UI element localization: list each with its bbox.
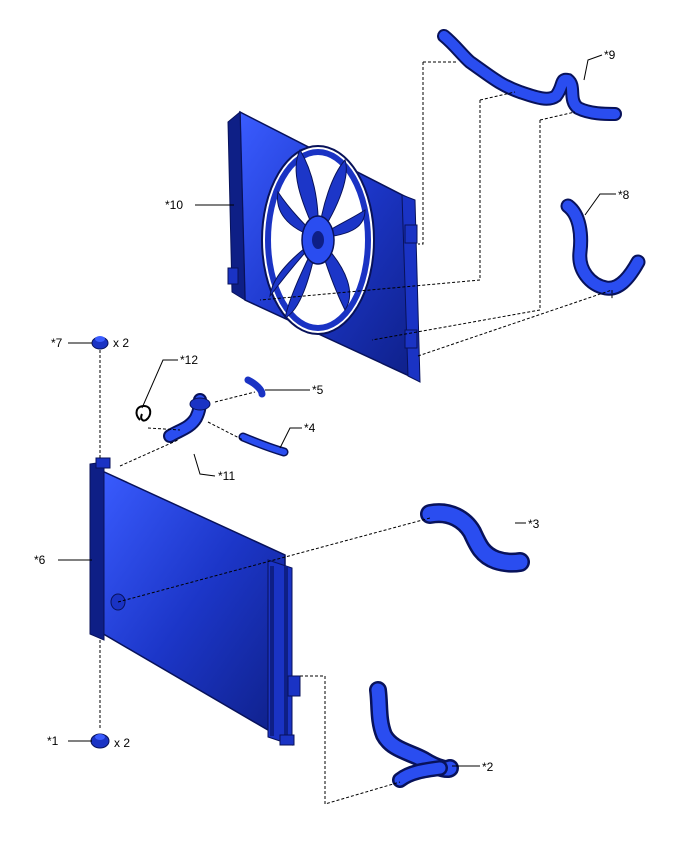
callout-5: *5 [312, 383, 324, 397]
callout-8: *8 [618, 188, 630, 202]
clip-12 [135, 404, 152, 422]
hose-2 [369, 681, 459, 788]
hose-3 [420, 503, 530, 573]
callout-7-quantity: x 2 [113, 336, 130, 350]
callout-3: *3 [528, 517, 540, 531]
callout-9: *9 [604, 48, 616, 62]
callout-7: *7 [51, 336, 63, 350]
cushion-7 [91, 336, 109, 350]
hose-11 [163, 393, 211, 443]
callout-12: *12 [180, 353, 199, 367]
radiator-assembly [89, 457, 301, 746]
cushion-1 [90, 733, 110, 749]
hose-5 [244, 376, 266, 398]
hose-8 [560, 198, 646, 296]
hose-4 [238, 432, 289, 457]
callout-11: *11 [218, 469, 236, 483]
fan-blades [269, 148, 366, 319]
callout-4: *4 [304, 421, 316, 435]
callout-1-quantity: x 2 [114, 736, 131, 750]
hose-9 [437, 29, 622, 121]
assembly-lines [99, 61, 613, 805]
leader-lines [58, 54, 616, 767]
callout-2: *2 [482, 760, 494, 774]
fan-shroud-assembly [227, 110, 421, 383]
callout-10: *10 [165, 198, 184, 212]
callout-1: *1 [47, 734, 59, 748]
callout-6: *6 [34, 553, 46, 567]
